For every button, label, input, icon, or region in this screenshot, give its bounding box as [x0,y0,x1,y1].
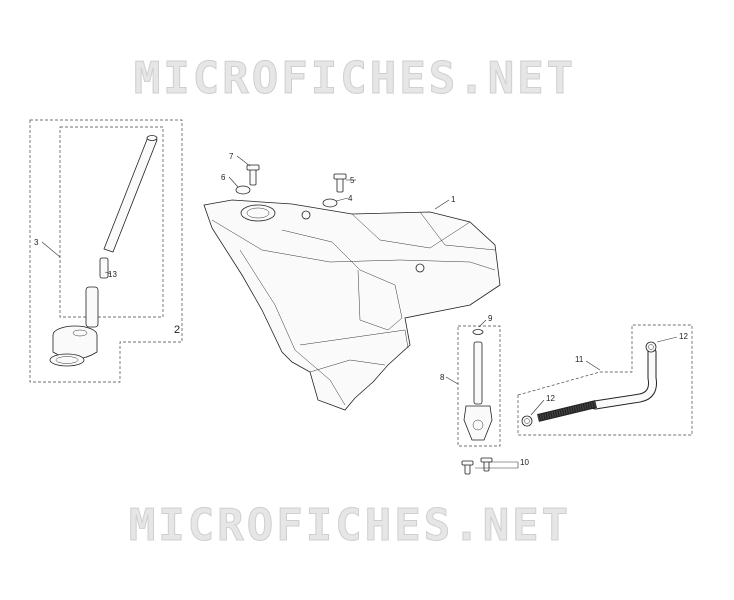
callout-11: 11 [575,355,584,364]
tap-pipe [473,341,483,405]
fuel-tank [203,199,501,411]
clamp-12-lower [521,415,533,427]
tap-body [463,405,493,441]
filter-tube [85,286,99,328]
bolt-and-washer-left [228,155,260,195]
callout-4: 4 [348,194,353,203]
callout-7: 7 [229,152,234,161]
bolt-and-washer-right [322,173,356,208]
fuel-tap-assembly [445,319,501,447]
connector [99,257,109,279]
fuel-pump-assembly [29,119,183,383]
callout-5: 5 [350,176,355,185]
fuel-pipe [103,136,158,253]
callout-9: 9 [488,314,493,323]
gasket-ring [49,353,85,367]
filler-neck [240,204,276,222]
callout-10: 10 [520,458,529,467]
callout-8: 8 [440,373,445,382]
o-ring-9 [472,329,484,335]
clamp-12-upper [645,341,657,353]
screws-10 [461,457,519,475]
tank-bracket [415,263,425,273]
washer-6 [235,185,251,195]
watermark-top: MICROFICHES.NET [134,53,576,104]
callout-6: 6 [221,173,226,182]
fuel-hose [591,348,656,409]
assembly-2-outline [29,119,183,383]
callout-12-lower: 12 [546,394,555,403]
callout-2: 2 [174,324,180,336]
callout-3: 3 [34,238,39,247]
assembly-11-outline [517,324,693,436]
callout-13: 13 [108,270,117,279]
hose-spring [537,400,597,422]
washer-4 [322,198,338,208]
assembly-3-outline [59,126,164,318]
tank-body [203,199,501,411]
pipe-end [146,135,158,141]
watermark-bottom: MICROFICHES.NET [129,500,571,551]
tank-mount [301,210,311,220]
assembly-8-outline [457,325,501,447]
fuel-hose-assembly [517,324,693,436]
callout-1: 1 [451,195,456,204]
callout-12-upper: 12 [679,332,688,341]
